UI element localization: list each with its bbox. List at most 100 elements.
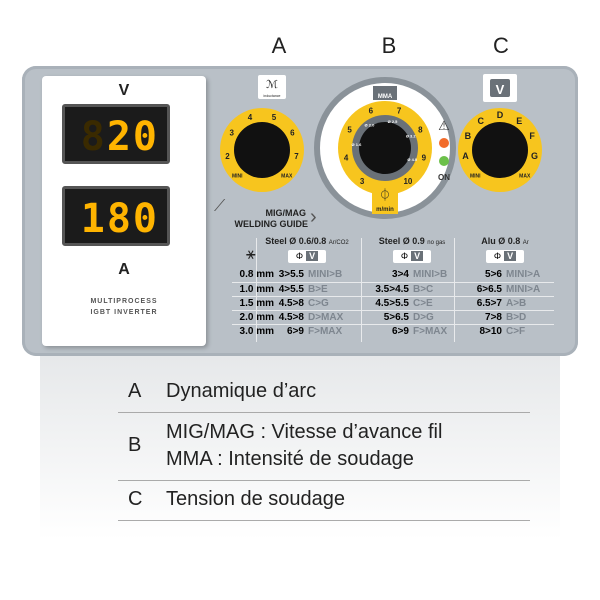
warning-thermal-icon: ⚠ [438, 118, 450, 133]
dial-scale-label: Ø 2.5 [388, 119, 399, 124]
dial-scale-label: 7 [294, 152, 299, 161]
guide-title2: WELDING GUIDE [234, 219, 309, 229]
inductance-icon: ℳ [266, 79, 278, 91]
chevron-right-icon: › [310, 206, 317, 228]
voltage-value: 20 [106, 114, 159, 160]
mma-label: MMA [378, 94, 393, 100]
legend-divider [118, 412, 530, 413]
wire-reel-icon: ⏀ [379, 187, 391, 202]
dial-scale-label: Ø 3.2 [406, 134, 417, 139]
column-divider [454, 238, 455, 342]
knob-b-unit: m/min [376, 207, 394, 213]
dial-scale-label: 8 [418, 125, 423, 134]
gas: Ar/CO2 [328, 240, 349, 246]
dial-scale-label: 7 [397, 107, 402, 116]
guide-column-header: Steel Ø 0.9 no gas [363, 236, 461, 246]
guide-column-header: Steel Ø 0.6/0.8 Ar/CO2 [258, 236, 356, 246]
voltage-display: 820 [62, 104, 170, 164]
dial-scale-label: 9 [422, 153, 427, 162]
gas: Ar [522, 240, 529, 246]
display-dim-digit: 8 [80, 114, 107, 160]
power-led [439, 156, 449, 166]
voltage-range: F>MAX [308, 326, 343, 337]
dial-scale-label: F [529, 131, 535, 141]
mma-tab [373, 86, 397, 100]
legend-letter-b: B [128, 434, 142, 456]
legend-divider [118, 480, 530, 481]
on-label: ON [438, 173, 450, 182]
knob-a[interactable] [234, 122, 290, 178]
v-symbol: V [411, 251, 424, 261]
wire-speed-range: 4.5>8 [278, 298, 304, 309]
legend-text-c: Tension de soudage [166, 488, 346, 510]
wire-speed-range: 6>9 [392, 326, 409, 337]
wire-speed-range: 7>8 [485, 312, 502, 323]
voltage-range: D>MAX [308, 312, 344, 323]
dial-scale-label: 4 [248, 113, 253, 122]
voltage-unit: V [118, 82, 130, 99]
dial-scale-label: MAX [519, 174, 531, 180]
voltage-range: C>E [413, 298, 433, 309]
wire-speed-range: 6>9 [287, 326, 304, 337]
knob-b[interactable] [359, 122, 411, 174]
dial-scale-label: D [497, 110, 504, 120]
voltage-range: B>E [308, 284, 328, 295]
brand-line1: MULTIPROCESS [90, 298, 158, 305]
material: Steel Ø 0.6/0.8 [265, 236, 327, 246]
dial-scale-label: 2 [225, 152, 230, 161]
wire-speed-range: 3>5.5 [278, 269, 304, 280]
inductance-label: inductance [264, 94, 281, 98]
display-box: V 820 180 A MULTIPROCESS IGBT INVERTER [42, 76, 206, 346]
wire-speed-range: 4.5>5.5 [375, 298, 409, 309]
knob-c-letter: C [493, 33, 509, 58]
guide-title1: MIG/MAG [265, 208, 307, 218]
dial-scale-label: Ø 4.0 [407, 157, 418, 162]
dial-scale-label: MINI [470, 174, 481, 180]
wire-speed-range: 3>4 [392, 269, 409, 280]
dial-scale-label: G [531, 151, 538, 161]
material: Alu Ø 0.8 [481, 236, 521, 246]
dial-scale-label: A [462, 151, 469, 161]
voltage-range: C>F [506, 326, 526, 337]
dial-scale-label: Ø 2.0 [365, 123, 376, 128]
voltage-badge-label: V [496, 82, 505, 97]
warning-led [439, 138, 449, 148]
gas: no gas [427, 240, 446, 246]
dial-scale-label: 3 [229, 129, 234, 138]
wire-speed-range: 6.5>7 [476, 298, 502, 309]
voltage-range: C>G [308, 298, 329, 309]
wire-speed-range: 3.5>4.5 [375, 284, 409, 295]
dial-scale-label: 4 [344, 153, 349, 162]
voltage-badge [490, 79, 510, 97]
wire-speed-range: 5>6 [485, 269, 502, 280]
thickness: 0.8 mm [239, 269, 274, 280]
voltage-range: B>D [506, 312, 527, 323]
knob-c[interactable] [472, 122, 528, 178]
knob-b-letter: B [381, 33, 397, 58]
current-display: 180 [62, 186, 170, 246]
current-unit: A [118, 261, 130, 278]
voltage-range: MINI>A [506, 269, 541, 280]
welding-torch-icon: ⟋ [214, 198, 226, 215]
legend-text-b2: MMA : Intensité de soudage [166, 448, 414, 470]
current-value: 180 [80, 196, 159, 242]
legend-letter-a: A [128, 380, 142, 402]
shadow-fade [40, 340, 560, 540]
wire-speed-range: 5>6.5 [383, 312, 409, 323]
voltage-range: D>G [413, 312, 434, 323]
dial-scale-label: 6 [369, 107, 374, 116]
thickness: 1.5 mm [239, 298, 274, 309]
thickness: 2.0 mm [239, 312, 274, 323]
phi-symbol: Φ [295, 251, 304, 261]
v-symbol: V [306, 251, 319, 261]
material: Steel Ø 0.9 [378, 236, 425, 246]
legend-letter-c: C [128, 488, 143, 510]
